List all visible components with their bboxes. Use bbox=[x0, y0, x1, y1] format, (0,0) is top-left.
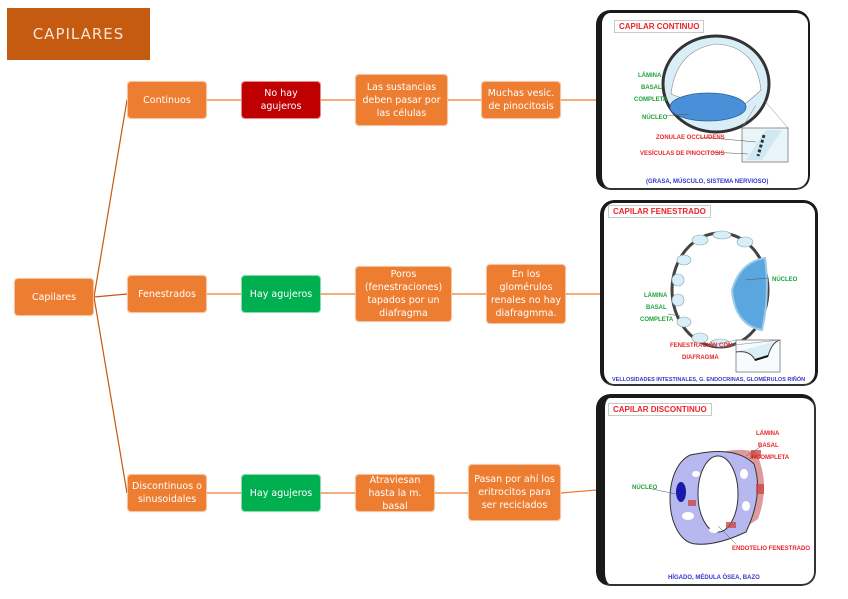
figure-capilar-discontinuo[interactable]: CAPILAR DISCONTINUO LÁMINA BASAL INCOMPL… bbox=[596, 394, 816, 586]
label-nucleo: NÚCLEO bbox=[642, 115, 668, 121]
detail1-node-continuos[interactable]: Las sustancias deben pasar por las célul… bbox=[355, 74, 448, 126]
holes-node-fenestrados[interactable]: Hay agujeros bbox=[241, 275, 321, 313]
label-incompleta: INCOMPLETA bbox=[750, 455, 790, 461]
detail2-node-fenestrados[interactable]: En los glomérulos renales no hay diafrag… bbox=[486, 264, 566, 324]
label-fenestracion: FENESTRACIÓN CON bbox=[670, 343, 733, 349]
label-lamina: LÁMINA bbox=[756, 431, 780, 437]
detail1-node-discontinuos[interactable]: Atraviesan hasta la m. basal bbox=[355, 474, 435, 512]
detail2-node-continuos[interactable]: Muchas vesic. de pinocitosis bbox=[481, 81, 561, 119]
figure-capilar-continuo[interactable]: CAPILAR CONTINUO LÁMINA BASAL COMPLETA N… bbox=[596, 10, 810, 190]
label-completa: COMPLETA bbox=[640, 317, 674, 323]
label-diafragma: DIAFRAGMA bbox=[682, 355, 719, 361]
detail2-node-discontinuos[interactable]: Pasan por ahí los eritrocitos para ser r… bbox=[468, 464, 561, 521]
figure-capilar-fenestrado[interactable]: CAPILAR FENESTRADO NÚCLEO LÁMINA BASAL C… bbox=[600, 200, 818, 386]
holes-node-continuos[interactable]: No hay agujeros bbox=[241, 81, 321, 119]
branch-node-fenestrados[interactable]: Fenestrados bbox=[127, 275, 207, 313]
label-nucleo: NÚCLEO bbox=[772, 277, 798, 283]
branch-node-discontinuos[interactable]: Discontinuos o sinusoidales bbox=[127, 474, 207, 512]
holes-node-discontinuos[interactable]: Hay agujeros bbox=[241, 474, 321, 512]
label-vesiculas: VESÍCULAS DE PINOCITOSIS bbox=[640, 151, 725, 157]
figure-caption: (GRASA, MÚSCULO, SISTEMA NERVIOSO) bbox=[646, 179, 769, 185]
label-basal: BASAL bbox=[646, 305, 667, 311]
figure-caption: VELLOSIDADES INTESTINALES, G. ENDOCRINAS… bbox=[612, 377, 806, 383]
page-title: CAPILARES bbox=[7, 8, 150, 60]
discontinuous-capillary-illustration bbox=[651, 445, 765, 545]
connector-root-continuos bbox=[93, 99, 128, 298]
connector-detail2-figure-row3 bbox=[560, 489, 597, 494]
continuous-capillary-illustration bbox=[661, 34, 789, 163]
label-zonulae-occludens: ZONULAE OCCLUDENS bbox=[656, 135, 725, 141]
figure-title: CAPILAR DISCONTINUO bbox=[608, 403, 712, 416]
figure-title: CAPILAR CONTINUO bbox=[614, 20, 705, 33]
label-lamina: LÁMINA bbox=[644, 293, 668, 299]
fenestrated-capillary-illustration bbox=[667, 230, 781, 373]
label-basal: BASAL bbox=[758, 443, 779, 449]
figure-caption: HÍGADO, MÉDULA ÓSEA, BAZO bbox=[668, 575, 760, 581]
root-node[interactable]: Capilares bbox=[14, 278, 94, 316]
connector-root-fenestrados bbox=[93, 293, 128, 298]
label-endotelio-fenestrado: ENDOTELIO FENESTRADO bbox=[732, 546, 811, 552]
figure-title: CAPILAR FENESTRADO bbox=[608, 205, 711, 218]
label-basal: BASAL bbox=[641, 85, 662, 91]
label-nucleo: NÚCLEO bbox=[632, 485, 658, 491]
detail1-node-fenestrados[interactable]: Poros (fenestraciones) tapados por un di… bbox=[355, 266, 452, 322]
connector-root-discontinuos bbox=[93, 296, 128, 494]
label-lamina: LÁMINA bbox=[638, 73, 662, 79]
branch-node-continuos[interactable]: Continuos bbox=[127, 81, 207, 119]
label-completa: COMPLETA bbox=[634, 97, 668, 103]
